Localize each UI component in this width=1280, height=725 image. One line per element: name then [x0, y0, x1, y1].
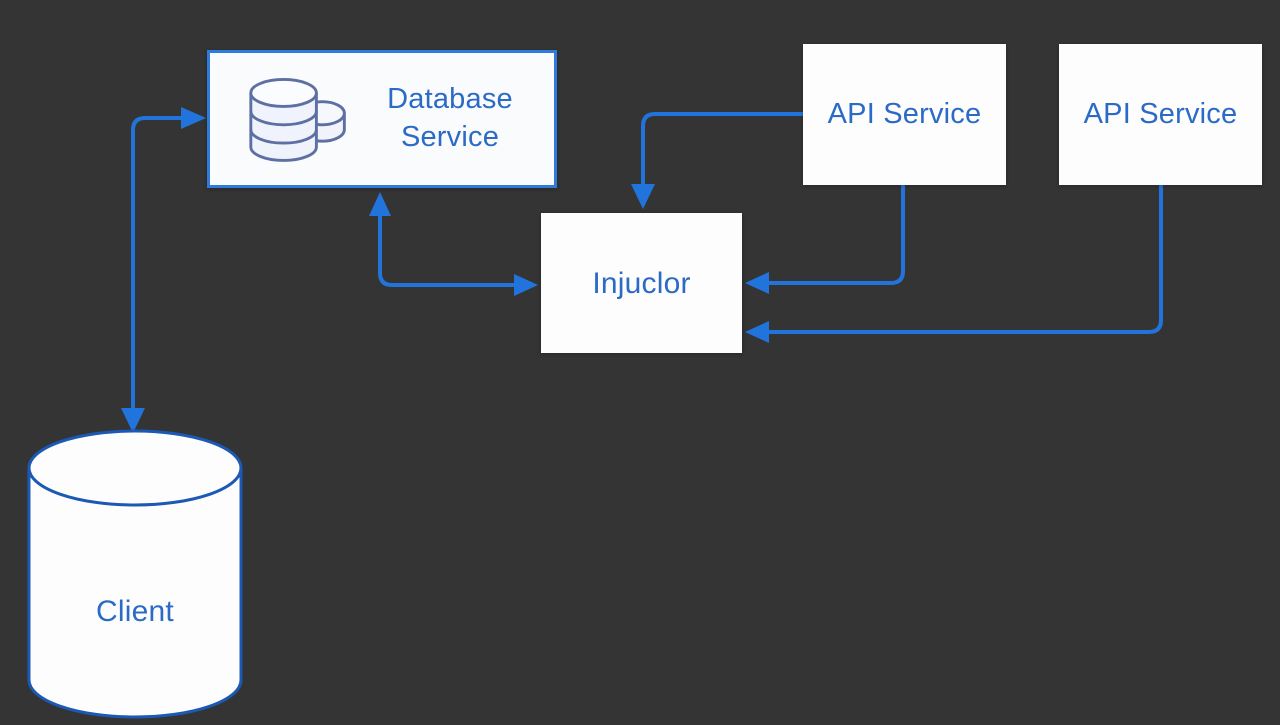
node-database-service: Database Service [207, 50, 557, 188]
arrowhead-into-injuclor-right-upper [745, 272, 769, 294]
edge-client-database-line [131, 116, 181, 408]
node-client: Client [26, 428, 244, 720]
edge-injuclor-database [369, 192, 538, 296]
api-service-2-label: API Service [1083, 97, 1238, 130]
injuclor-label: Injuclor [592, 266, 691, 300]
node-api-service-1: API Service [803, 44, 1006, 185]
edge-api1-injuclor-top [631, 112, 803, 209]
edge-api2-injuclor-right [745, 185, 1163, 343]
edge-client-database [121, 107, 206, 433]
edge-api2-injuclor-right-line [769, 185, 1163, 334]
edge-api1-injuclor-right [745, 185, 905, 294]
node-injuclor: Injuclor [541, 213, 742, 353]
node-api-service-2: API Service [1059, 44, 1262, 185]
arrowhead-into-injuclor-top [631, 184, 655, 209]
arrowhead-into-database-left [181, 107, 206, 129]
edge-api1-injuclor-right-line [769, 185, 905, 285]
client-cylinder-shape [27, 429, 243, 719]
edge-injuclor-database-line [378, 216, 514, 287]
arrowhead-into-injuclor-right-lower [745, 321, 769, 343]
arrowhead-into-database-bottom [369, 192, 391, 216]
database-icon [249, 78, 346, 162]
api-service-1-label: API Service [827, 97, 982, 130]
edge-api1-injuclor-top-line [641, 112, 803, 184]
database-service-label: Database Service [387, 83, 513, 153]
client-label: Client [96, 595, 174, 628]
arrowhead-into-injuclor-left [514, 274, 538, 296]
arrowhead-into-client-top [121, 408, 145, 433]
